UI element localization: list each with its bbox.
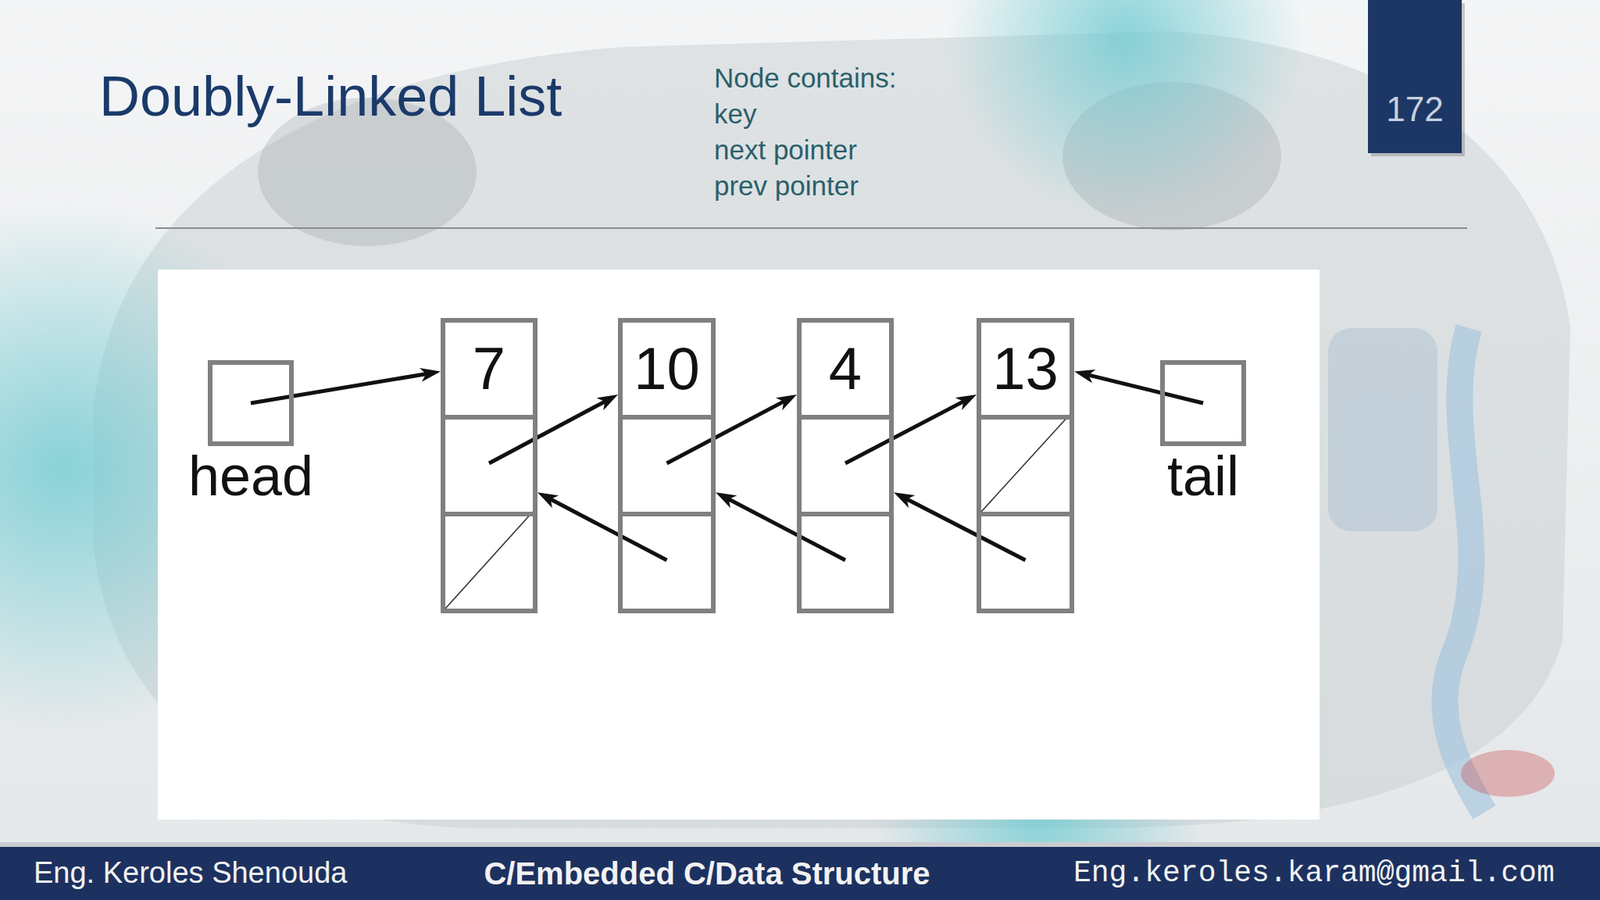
null-slash xyxy=(445,511,533,609)
node-key: 4 xyxy=(828,339,862,399)
note-item: key xyxy=(714,97,757,131)
next-pointer-cell xyxy=(445,414,533,512)
pointer-arrow xyxy=(1083,373,1204,404)
title-rule xyxy=(155,227,1468,229)
next-pointer-cell xyxy=(622,414,711,512)
list-node: 4 xyxy=(796,317,894,614)
pointer-name: tail xyxy=(1160,447,1247,504)
next-pointer-cell xyxy=(801,414,890,512)
note-item: next pointer xyxy=(714,133,858,167)
pointer-name: head xyxy=(185,447,318,504)
node-key: 7 xyxy=(472,339,506,399)
pointer-arrow xyxy=(724,496,846,561)
pointer-arrow xyxy=(667,399,790,464)
footer-course: C/Embedded C/Data Structure xyxy=(483,854,930,893)
tail-light xyxy=(1460,750,1555,797)
null-slash xyxy=(981,414,1070,512)
node-key: 13 xyxy=(992,339,1059,399)
pointer-arrow xyxy=(250,373,432,404)
list-node: 10 xyxy=(617,317,716,614)
pointer-arrow xyxy=(546,496,668,561)
engine-part xyxy=(1328,328,1438,532)
pointer-arrow xyxy=(845,399,968,464)
diagram-panel xyxy=(157,269,1320,820)
footer-author: Eng. Keroles Shenouda xyxy=(33,855,347,892)
engine-hose xyxy=(1444,328,1485,813)
footer-email: Eng.keroles.karam@gmail.com xyxy=(1073,855,1555,892)
page-number: 172 xyxy=(1385,89,1443,131)
key-cell: 7 xyxy=(445,322,533,415)
pointer-arrow xyxy=(489,399,610,464)
node-key: 10 xyxy=(633,339,700,399)
footer-edge xyxy=(0,842,1600,847)
teal-glow xyxy=(945,0,1305,219)
prev-pointer-cell xyxy=(445,511,533,609)
list-node: 13 xyxy=(976,317,1075,614)
key-cell: 4 xyxy=(801,322,890,415)
pointer-variable: tail xyxy=(1160,360,1247,504)
footer-bar xyxy=(0,846,1600,900)
key-cell: 10 xyxy=(622,322,711,415)
car-silhouette xyxy=(93,31,1571,829)
pointer-arrow xyxy=(902,496,1026,561)
note-item: prev pointer xyxy=(714,169,859,203)
prev-pointer-cell xyxy=(801,511,890,609)
list-node: 7 xyxy=(440,317,538,614)
key-cell: 13 xyxy=(981,322,1070,415)
pointer-box xyxy=(207,360,294,447)
note-heading: Node contains: xyxy=(714,61,897,95)
prev-pointer-cell xyxy=(622,511,711,609)
page-tab xyxy=(1367,0,1462,154)
next-pointer-cell xyxy=(981,414,1070,512)
pointer-box xyxy=(1160,360,1247,447)
prev-pointer-cell xyxy=(981,511,1070,609)
pointer-variable: head xyxy=(185,360,318,504)
slide-title: Doubly-Linked List xyxy=(99,62,562,130)
